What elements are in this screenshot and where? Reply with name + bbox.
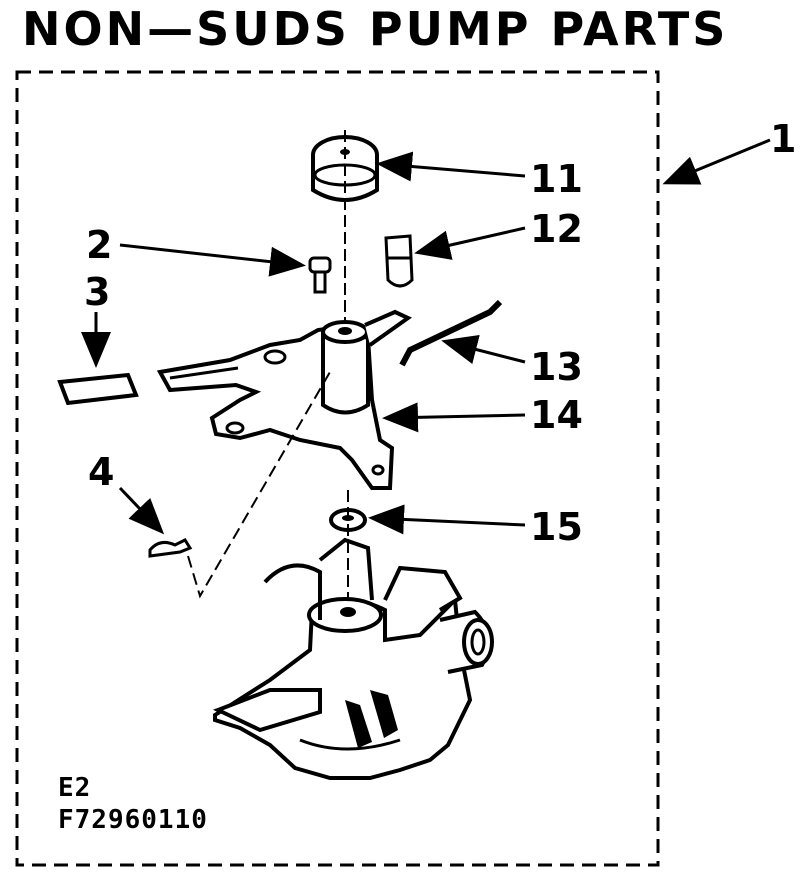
arrow-12 <box>414 226 526 260</box>
part-2-screw <box>308 256 332 294</box>
diagram-title: NON—SUDS PUMP PARTS <box>22 2 729 56</box>
diagram-frame <box>15 70 660 867</box>
part-3-pad <box>57 372 139 406</box>
callout-11: 11 <box>530 157 583 201</box>
section-code: E2 <box>58 773 91 803</box>
part-14-bracket <box>156 309 412 490</box>
arrow-2 <box>119 243 306 277</box>
arrow-1 <box>662 138 771 185</box>
arrow-13 <box>441 334 526 364</box>
callout-12: 12 <box>530 207 583 251</box>
dashed-guide-line <box>187 371 331 599</box>
part-12-clip <box>384 234 414 288</box>
pump-housing <box>212 537 494 780</box>
arrow-14 <box>382 402 526 433</box>
callout-1: 1 <box>770 117 796 161</box>
arrow-11 <box>376 151 526 182</box>
arrow-15 <box>368 504 526 535</box>
arrow-4 <box>118 486 165 535</box>
callout-3: 3 <box>84 270 110 314</box>
callout-2: 2 <box>86 223 112 267</box>
callout-13: 13 <box>530 345 583 389</box>
figure-code: F72960110 <box>58 805 208 835</box>
callout-15: 15 <box>530 505 583 549</box>
part-13-wire <box>399 299 503 367</box>
callout-14: 14 <box>530 393 583 437</box>
callout-4: 4 <box>88 450 114 494</box>
part-4-clip <box>148 538 193 558</box>
leader-arrows <box>81 138 771 535</box>
